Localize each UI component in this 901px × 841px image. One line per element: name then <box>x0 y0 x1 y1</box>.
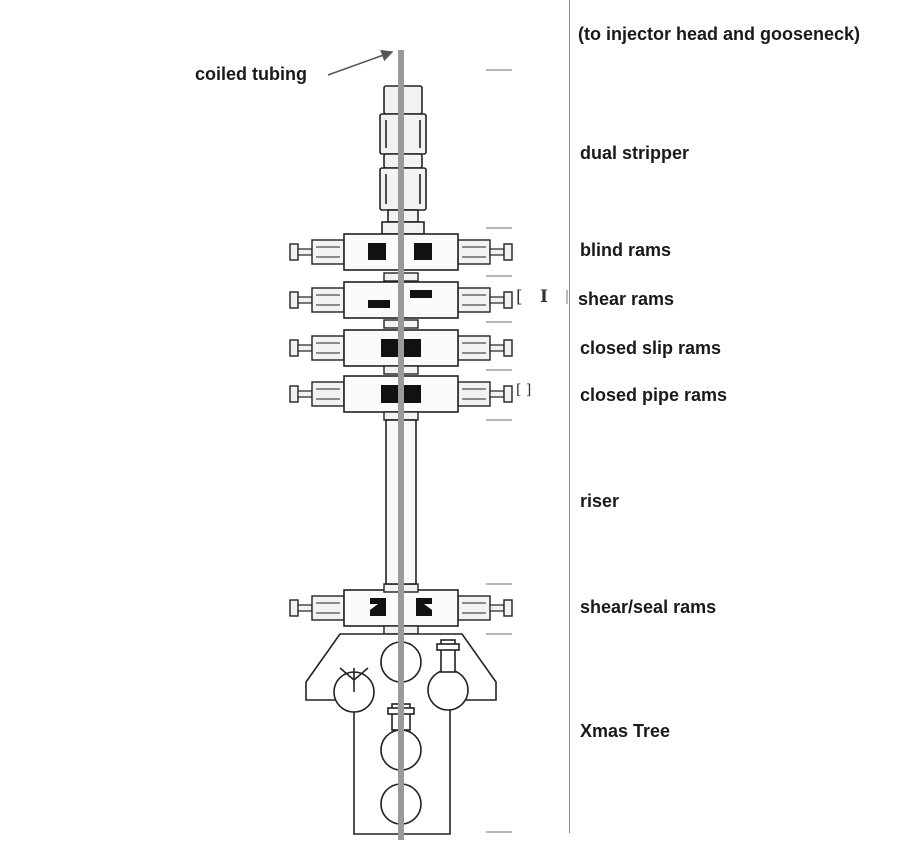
coiled-tubing-label: coiled tubing <box>195 64 307 84</box>
actuator-cylinder <box>311 381 345 407</box>
actuator-cap <box>289 599 299 617</box>
actuator-rod <box>489 296 505 304</box>
xmas-tree-label: Xmas Tree <box>580 721 671 741</box>
actuator-cylinder <box>457 239 491 265</box>
coiled-tubing-arrow <box>327 49 394 76</box>
actuator-cylinder <box>311 335 345 361</box>
pipe-bracket-mark: [ ] <box>516 382 532 398</box>
actuator-cylinder <box>311 595 345 621</box>
closed-pipe-rams-label: closed pipe rams <box>580 385 728 405</box>
shear-bar-mark: I <box>540 287 548 307</box>
label-divider <box>569 0 570 833</box>
actuator-cap <box>289 385 299 403</box>
actuator-rod <box>297 248 313 256</box>
actuator-rod <box>489 248 505 256</box>
blind-ram-blocks <box>368 243 432 260</box>
top-note: (to injector head and gooseneck) <box>578 24 861 44</box>
actuator-rod <box>297 604 313 612</box>
actuator-cap <box>503 339 513 357</box>
tree-valve <box>427 669 469 711</box>
actuator-rod <box>297 344 313 352</box>
actuator-rod <box>297 296 313 304</box>
actuator-cylinder <box>311 287 345 313</box>
blind-rams-label: blind rams <box>580 240 672 260</box>
actuator-cap <box>289 243 299 261</box>
pipe-ram-blocks <box>381 385 421 403</box>
shear-tick-mark <box>566 290 568 304</box>
shear-seal-ram-blocks <box>370 598 432 616</box>
actuator-cap <box>503 385 513 403</box>
closed-slip-rams-label: closed slip rams <box>580 338 722 358</box>
section-ticks <box>486 69 512 833</box>
dual-stripper-label: dual stripper <box>580 143 690 163</box>
actuator-cap <box>503 291 513 309</box>
shear-ram-blocks <box>368 290 432 308</box>
actuator-cylinder <box>457 595 491 621</box>
slip-ram-blocks <box>381 339 421 357</box>
shear-rams-label: shear rams <box>578 289 675 309</box>
shear-bracket-mark: [ <box>516 287 523 307</box>
actuator-cap <box>503 599 513 617</box>
actuator-rod <box>297 390 313 398</box>
actuator-rod <box>489 604 505 612</box>
actuator-rod <box>489 390 505 398</box>
actuator-rod <box>489 344 505 352</box>
actuator-cap <box>289 291 299 309</box>
coiled-tubing-line <box>398 50 404 840</box>
actuator-cylinder <box>457 381 491 407</box>
riser-label: riser <box>580 491 620 511</box>
actuator-cylinder <box>457 335 491 361</box>
actuator-cap <box>503 243 513 261</box>
actuator-cylinder <box>311 239 345 265</box>
actuator-cap <box>289 339 299 357</box>
actuator-cylinder <box>457 287 491 313</box>
shear-seal-rams-label: shear/seal rams <box>580 597 717 617</box>
